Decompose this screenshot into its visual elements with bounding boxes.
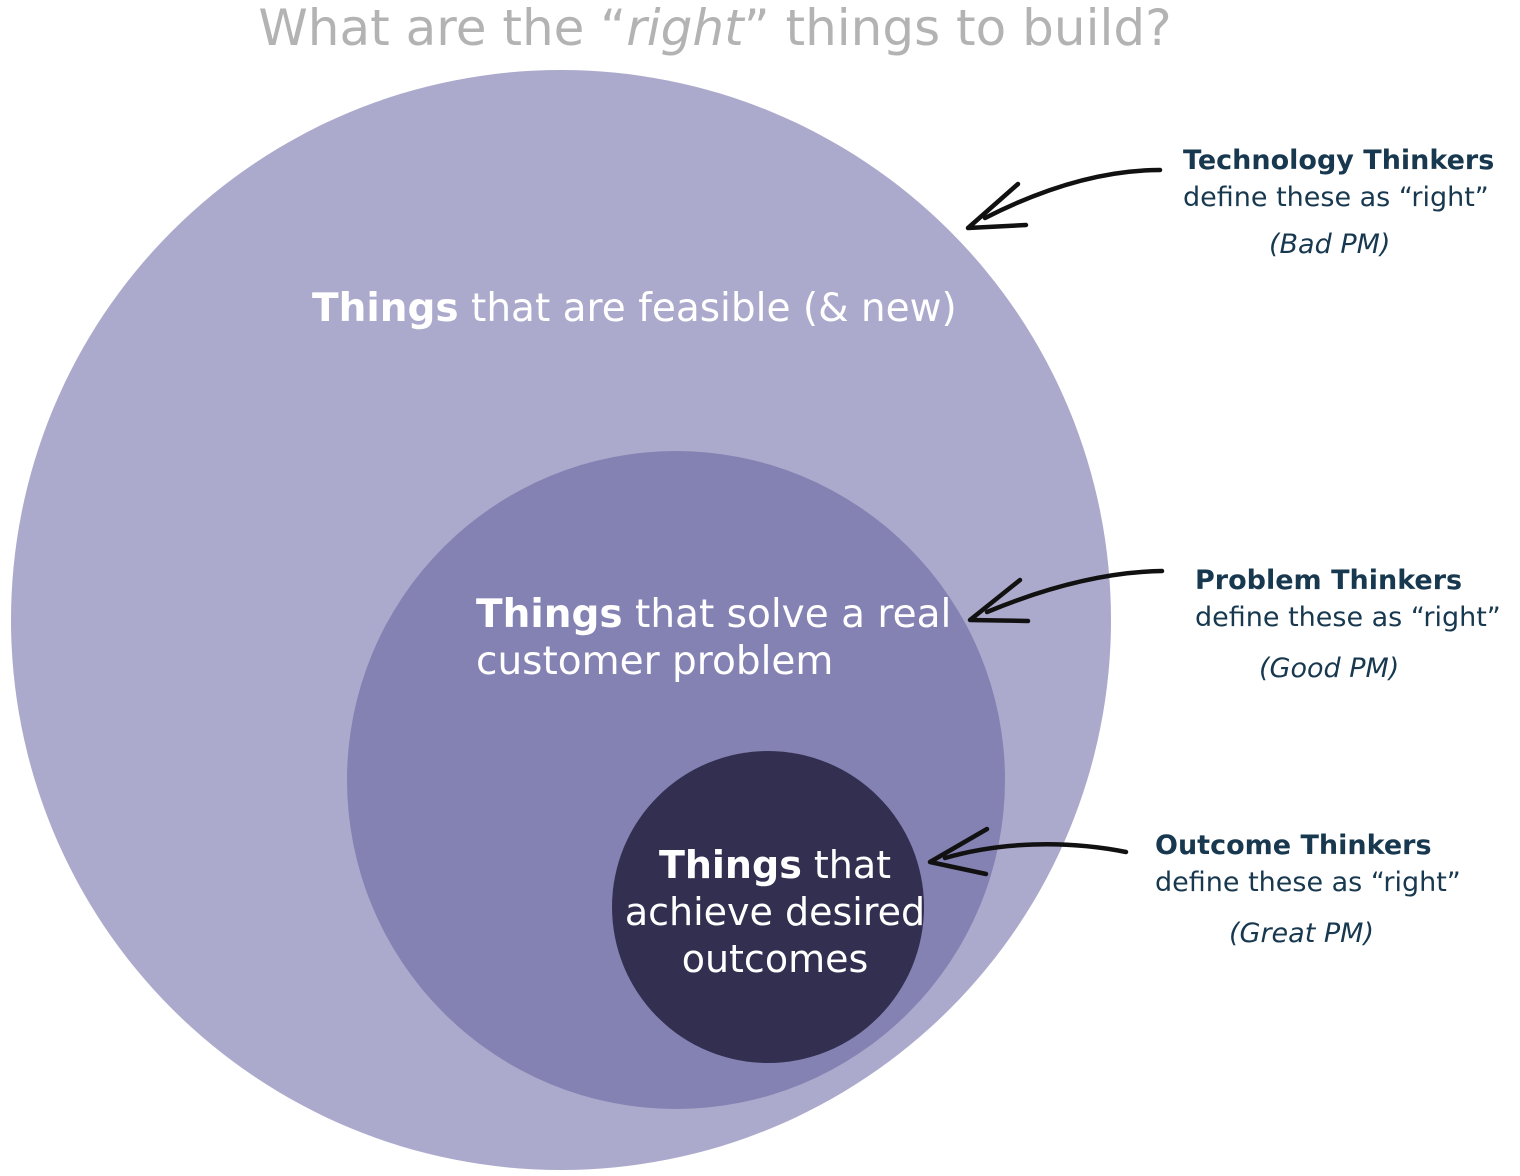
arrowhead-technology — [965, 181, 1029, 231]
arrowhead-outcome — [927, 826, 990, 877]
inner-label-line3: outcomes — [681, 937, 869, 981]
title-emphasis: right — [626, 0, 744, 57]
outer-circle-label: Things that are feasible (& new) — [312, 285, 957, 332]
arrowhead-problem — [967, 577, 1031, 624]
arrow-technology — [982, 167, 1163, 221]
problem-thinkers-name: Problem Thinkers — [1195, 565, 1463, 596]
technology-thinkers-pm: (Bad PM) — [1269, 229, 1391, 260]
middle-label-line1: that solve a real — [622, 592, 952, 637]
technology-thinkers-annotation: Technology Thinkers define these as “rig… — [1183, 142, 1494, 263]
page-title: What are the “right” things to build? — [0, 0, 1430, 56]
arrow-problem — [984, 568, 1165, 615]
problem-thinkers-annotation: Problem Thinkers define these as “right”… — [1195, 562, 1501, 687]
technology-thinkers-desc: define these as “right” — [1183, 182, 1489, 213]
problem-thinkers-pm: (Good PM) — [1259, 653, 1400, 684]
outer-label-text: that are feasible (& new) — [458, 286, 957, 331]
middle-label-line2: customer problem — [476, 639, 834, 684]
inner-label-line2: achieve desired — [624, 890, 926, 934]
outcome-thinkers-pm: (Great PM) — [1229, 918, 1374, 949]
arrow-outcome — [942, 842, 1129, 861]
outcome-thinkers-annotation: Outcome Thinkers define these as “right”… — [1155, 827, 1461, 952]
inner-label-bold: Things — [658, 843, 802, 887]
title-after: ” things to build? — [743, 0, 1172, 57]
inner-circle — [612, 751, 924, 1063]
middle-label-bold: Things — [476, 592, 623, 637]
problem-thinkers-desc: define these as “right” — [1195, 602, 1501, 633]
outcome-thinkers-desc: define these as “right” — [1155, 867, 1461, 898]
title-before: What are the “ — [258, 0, 627, 57]
outcome-thinkers-name: Outcome Thinkers — [1155, 830, 1432, 861]
outer-label-bold: Things — [312, 286, 459, 331]
inner-label-line1: that — [801, 843, 892, 887]
technology-thinkers-name: Technology Thinkers — [1183, 145, 1495, 176]
